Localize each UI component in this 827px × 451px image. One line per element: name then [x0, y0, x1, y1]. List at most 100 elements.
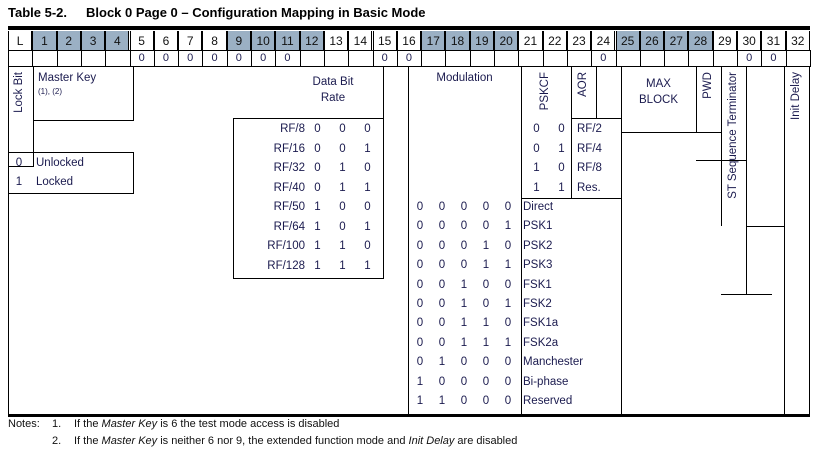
- modulation-bit: 0: [504, 395, 512, 407]
- data-bit-rate-bit: 1: [314, 240, 321, 252]
- modulation-bit: 0: [482, 220, 490, 233]
- bit-header-cell-21: 21: [518, 31, 543, 50]
- field-sep-aor-right: [621, 66, 622, 414]
- data-bit-rate-bit: 0: [339, 220, 346, 233]
- pskcf-bit: 0: [533, 123, 540, 135]
- aor-label: AOR: [577, 72, 589, 97]
- pskcf-name: Res.: [577, 181, 601, 194]
- modulation-bit: 1: [460, 278, 468, 291]
- modulation-bit: 1: [482, 336, 490, 349]
- bit-header-cell-15: 15: [372, 31, 397, 50]
- zero-row-separator: [323, 50, 325, 67]
- data-bit-rate-bit: 0: [314, 181, 321, 194]
- modulation-bit: 1: [504, 336, 512, 349]
- data-bit-rate-bit: 0: [314, 123, 321, 135]
- modulation-bit: 1: [416, 395, 424, 407]
- zero-row-separator: [421, 50, 423, 67]
- note-number: 1.: [52, 418, 62, 430]
- data-bit-rate-name: RF/40: [273, 181, 305, 194]
- field-sep-pwd: [721, 66, 722, 226]
- pskcf-label: PSKCF: [539, 72, 551, 111]
- data-bit-rate-bit: 0: [339, 142, 346, 155]
- header-bottom-rule: [8, 50, 810, 51]
- pskcf-name: RF/8: [577, 162, 602, 174]
- modulation-bit: 0: [482, 395, 490, 407]
- bit-header-cell-30: 30: [737, 31, 762, 50]
- modulation-bit: 0: [460, 201, 468, 213]
- modulation-bit: 1: [504, 298, 512, 310]
- fixed-zero-bit-8: 0: [211, 52, 218, 64]
- data-bit-rate-bit: 0: [314, 142, 321, 155]
- dbr-box-bottom: [233, 278, 384, 279]
- note-emphasis: Init Delay: [408, 435, 455, 447]
- modulation-bit: 0: [460, 239, 468, 252]
- modulation-name: Manchester: [523, 356, 584, 369]
- data-bit-rate-bit: 1: [339, 240, 346, 252]
- bit-header-cell-4: 4: [105, 31, 130, 50]
- zero-row-separator: [8, 50, 9, 67]
- zero-row-bottom-rule: [8, 66, 810, 67]
- zero-row-separator: [226, 50, 228, 67]
- modulation-bit: 1: [460, 317, 468, 330]
- data-bit-rate-bit: 1: [364, 259, 371, 272]
- st-sequence-terminator-label: ST Sequence Terminator: [727, 72, 739, 199]
- modulation-bit: 1: [460, 336, 468, 349]
- modulation-bit: 0: [416, 259, 424, 272]
- field-sep-lockbit: [33, 66, 34, 166]
- zero-row-separator: [299, 50, 301, 67]
- data-bit-rate-bit: 0: [364, 123, 371, 135]
- fixed-zero-bit-7: 0: [187, 52, 194, 64]
- zero-row-separator: [153, 50, 155, 67]
- bit-header-cell-20: 20: [494, 31, 519, 50]
- zero-row-separator: [80, 50, 82, 67]
- field-sep-maxblock: [696, 66, 697, 132]
- modulation-bit: 0: [438, 278, 446, 291]
- aor-box-bottom: [571, 118, 622, 119]
- modulation-bit: 0: [460, 356, 468, 369]
- zero-row-separator: [56, 50, 58, 67]
- field-sep-initdelay: [784, 66, 785, 414]
- data-bit-rate-bit: 1: [364, 142, 371, 155]
- zero-row-separator: [809, 50, 811, 67]
- modulation-bit: 1: [460, 298, 468, 310]
- fixed-zero-bit-5: 0: [138, 52, 145, 64]
- modulation-name: FSK1a: [523, 317, 559, 330]
- top-rule: [8, 26, 810, 30]
- data-bit-rate-bit: 0: [314, 162, 321, 174]
- modulation-bit: 1: [416, 375, 424, 388]
- maxblock-box-bottom: [621, 132, 722, 133]
- fixed-zero-bit-10: 0: [260, 52, 267, 64]
- data-bit-rate-bit: 0: [339, 201, 346, 213]
- zero-row-separator: [469, 50, 471, 67]
- pskcf-bit: 0: [558, 162, 565, 174]
- modulation-bit: 0: [416, 336, 424, 349]
- modulation-bit: 0: [438, 201, 446, 213]
- pskcf-bit: 0: [558, 123, 565, 135]
- field-sep-stseq: [746, 66, 747, 294]
- bit-header-cell-29: 29: [712, 31, 737, 50]
- data-bit-rate-bit: 1: [339, 181, 346, 194]
- lock-bit-name: Unlocked: [36, 157, 84, 169]
- zero-row-separator: [664, 50, 666, 67]
- modulation-bit: 0: [438, 317, 446, 330]
- table-number: Table 5-2.: [8, 5, 68, 20]
- data-bit-rate-name: RF/16: [273, 142, 305, 155]
- data-bit-rate-bit: 1: [364, 181, 371, 194]
- zero-row-separator: [348, 50, 350, 67]
- modulation-bit: 0: [460, 375, 468, 388]
- modulation-bit: 1: [504, 259, 512, 272]
- data-bit-rate-name: RF/32: [273, 162, 305, 174]
- zero-row-separator: [737, 50, 738, 67]
- pwd-box-bottom2: [696, 160, 747, 161]
- modulation-name: PSK1: [523, 220, 553, 233]
- bit-header-cell-19: 19: [469, 31, 494, 50]
- field-sep-dbr-right: [383, 66, 384, 278]
